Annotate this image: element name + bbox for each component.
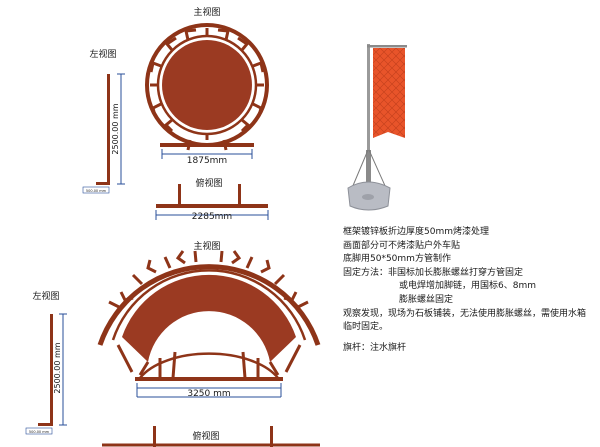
height-dimension-2: 2500.00 mm bbox=[53, 342, 62, 393]
note-line: 固定方法：非国标加长膨胀螺丝打穿方管固定 bbox=[343, 267, 524, 278]
note-line: 膨胀螺丝固定 bbox=[399, 294, 454, 305]
left-view-title-1: 左视图 bbox=[89, 48, 116, 60]
note-line: 观察发现，现场为石板铺装，无法使用膨胀螺丝，需使用水箱 bbox=[343, 308, 587, 319]
circle-sign-front-view: 主视图 1875mm bbox=[145, 6, 269, 166]
circle-sign-top-view: 俯视图 2285mm bbox=[155, 177, 269, 222]
fan-sign-front-view: 主视图 bbox=[97, 240, 321, 399]
width-dimension-2: 3250 mm bbox=[187, 389, 230, 399]
note-line: 临时固定。 bbox=[343, 322, 389, 333]
small-dimension-2: 500.00 mm bbox=[29, 430, 50, 434]
note-line: 框架镀锌板折边厚度50mm烤漆处理 bbox=[343, 227, 489, 237]
fan-sign-left-view: 左视图 2500.00 mm 500.00 mm bbox=[25, 290, 67, 435]
front-view-title-1: 主视图 bbox=[193, 6, 220, 18]
top-view-title-2: 俯视图 bbox=[192, 430, 219, 442]
construction-notes: 框架镀锌板折边厚度50mm烤漆处理 画面部分可不烤漆贴户外车贴 底脚用50*50… bbox=[343, 226, 598, 355]
fan-sign-top-view: 俯视图 bbox=[102, 426, 320, 447]
top-view-title-1: 俯视图 bbox=[195, 177, 222, 189]
front-view-title-2: 主视图 bbox=[193, 240, 220, 252]
note-line: 底脚用50*50mm方管制作 bbox=[343, 254, 451, 265]
flag-pole-illustration bbox=[347, 44, 407, 211]
circle-sign-left-view: 左视图 2500.00 mm 500.00 mm bbox=[82, 48, 125, 194]
depth-dimension-1: 2285mm bbox=[192, 212, 232, 222]
note-line: 画面部分可不烤漆贴户外车贴 bbox=[343, 240, 461, 251]
height-dimension-1: 2500.00 mm bbox=[111, 103, 120, 154]
left-view-title-2: 左视图 bbox=[32, 290, 59, 302]
small-dimension-1: 500.00 mm bbox=[86, 189, 107, 193]
note-flagpole: 旗杆：注水旗杆 bbox=[343, 342, 407, 353]
note-line: 或电焊增加脚链，用国标6、8mm bbox=[399, 281, 536, 292]
width-dimension-1: 1875mm bbox=[187, 156, 227, 166]
